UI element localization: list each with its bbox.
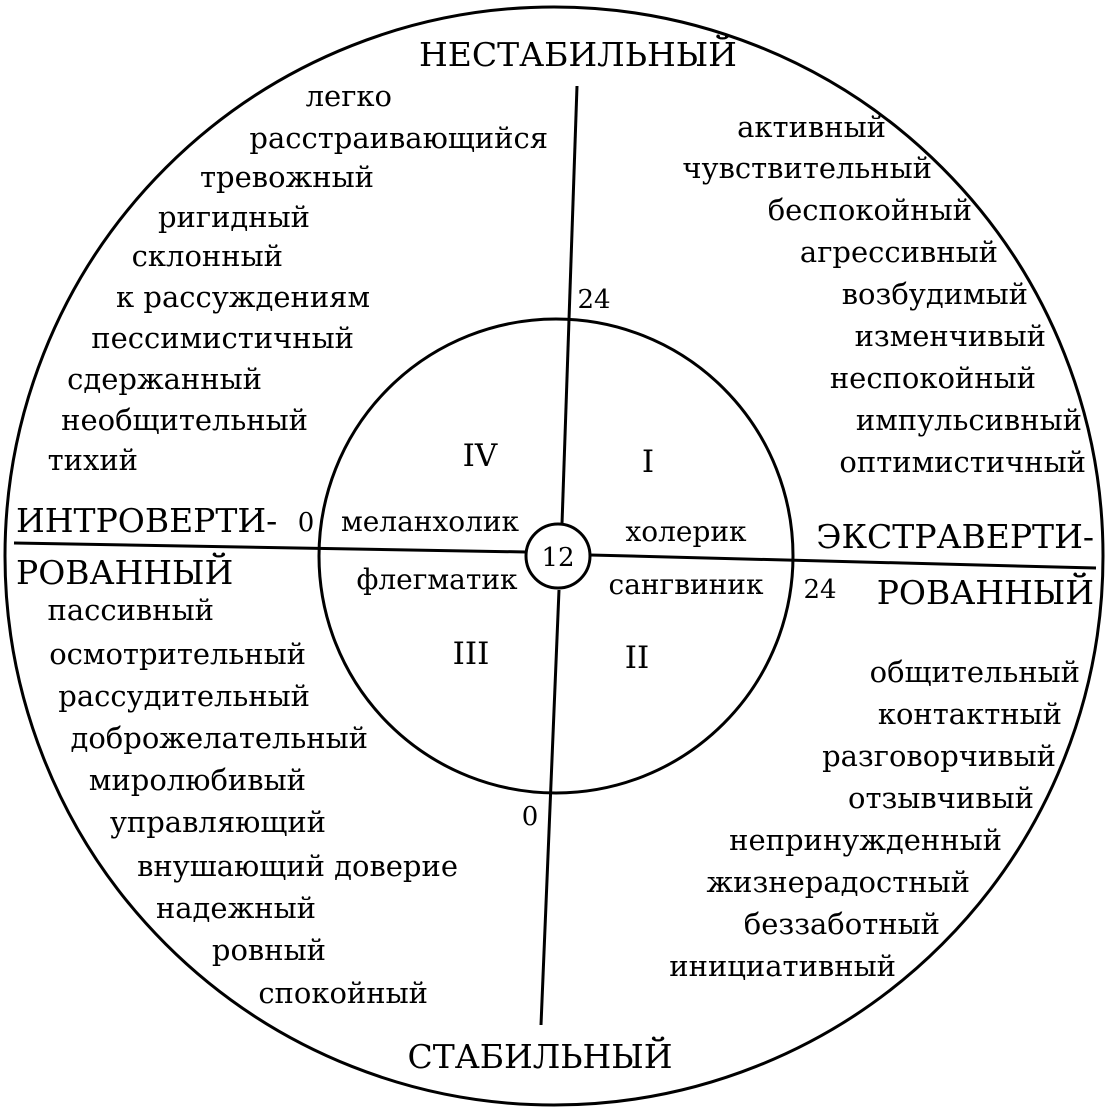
axis-label-right-line2: РОВАННЫЙ <box>877 571 1094 612</box>
scale-value-right: 24 <box>803 575 836 605</box>
trait-lower-left-7: внушающий доверие <box>137 849 458 883</box>
trait-upper-right-9: оптимистичный <box>839 445 1086 479</box>
axis-label-top: НЕСТАБИЛЬНЫЙ <box>419 33 737 74</box>
trait-list-upper-left: легко расстраивающийся тревожный ригидный ск… <box>48 79 548 477</box>
trait-upper-right-4: агрессивный <box>800 235 998 269</box>
scale-value-top: 24 <box>577 285 610 315</box>
trait-lower-right-8: инициативный <box>669 949 896 983</box>
trait-upper-left-5: склонный <box>132 239 283 273</box>
trait-lower-right-2: контактный <box>878 697 1062 731</box>
temperament-phlegmatic: флегматик <box>356 563 518 596</box>
trait-upper-right-2: чувствительный <box>682 151 932 185</box>
trait-lower-left-3: рассудительный <box>58 679 310 713</box>
trait-upper-left-9: необщительный <box>61 403 308 437</box>
trait-list-lower-left: пассивный осмотрительный рассудительный доб… <box>48 593 459 1010</box>
trait-lower-left-9: ровный <box>212 933 326 967</box>
trait-upper-left-10: тихий <box>48 443 138 477</box>
trait-upper-right-8: импульсивный <box>856 403 1082 437</box>
trait-lower-right-7: беззаботный <box>744 907 940 941</box>
trait-lower-right-3: разговорчивый <box>822 739 1056 773</box>
axis-label-left-line2: РОВАННЫЙ <box>16 551 233 592</box>
vertical-axis-lower <box>539 589 561 1026</box>
trait-lower-left-10: спокойный <box>258 976 428 1010</box>
outer-circle <box>3 5 1105 1107</box>
trait-upper-left-3: тревожный <box>200 160 374 194</box>
trait-upper-left-6: к рассуждениям <box>116 280 370 314</box>
trait-lower-left-1: пассивный <box>48 593 215 627</box>
trait-lower-right-4: отзывчивый <box>848 781 1034 815</box>
trait-upper-right-7: неспокойный <box>830 361 1036 395</box>
trait-lower-left-8: надежный <box>156 891 316 925</box>
axis-label-left-line1: ИНТРОВЕРТИ- <box>16 501 277 540</box>
trait-list-lower-right: общительный контактный разговорчивый отзывч… <box>669 655 1080 983</box>
inner-circle <box>317 317 795 795</box>
center-circle <box>524 522 592 590</box>
scale-value-bottom: 0 <box>522 802 539 832</box>
trait-list-upper-right: активный чувствительный беспокойный агресси… <box>682 110 1086 479</box>
trait-upper-right-3: беспокойный <box>768 193 972 227</box>
trait-upper-left-4: ригидный <box>158 200 310 234</box>
vertical-axis-upper <box>560 85 579 525</box>
horizontal-axis-right <box>589 553 1097 570</box>
temperament-choleric: холерик <box>625 515 747 548</box>
axis-label-right-line1: ЭКСТРАВЕРТИ- <box>816 517 1094 556</box>
trait-upper-right-5: возбудимый <box>842 277 1028 311</box>
quadrant-numeral-2: II <box>625 640 650 676</box>
trait-lower-right-6: жизнерадостный <box>706 865 970 899</box>
center-scale-value: 12 <box>541 543 574 573</box>
axis-label-bottom: СТАБИЛЬНЫЙ <box>407 1035 672 1076</box>
trait-upper-left-8: сдержанный <box>67 362 262 396</box>
scale-value-left: 0 <box>298 508 315 538</box>
trait-upper-right-6: изменчивый <box>855 319 1046 353</box>
trait-lower-left-4: доброжелательный <box>70 721 368 755</box>
trait-upper-left-7: пессимистичный <box>91 321 354 355</box>
trait-lower-left-2: осмотрительный <box>49 637 306 671</box>
trait-lower-left-6: управляющий <box>110 805 326 839</box>
trait-upper-left-1: легко <box>306 79 392 113</box>
trait-lower-left-5: миролюбивый <box>89 763 306 797</box>
temperament-sanguine: сангвиник <box>609 568 764 601</box>
quadrant-numeral-3: III <box>453 636 490 672</box>
trait-upper-right-1: активный <box>737 110 886 144</box>
quadrant-numeral-4: IV <box>463 438 498 474</box>
temperament-melancholic: меланхолик <box>341 505 520 538</box>
trait-lower-right-1: общительный <box>870 655 1080 689</box>
horizontal-axis-left <box>13 541 527 554</box>
trait-lower-right-5: непринужденный <box>729 823 1002 857</box>
quadrant-numeral-1: I <box>642 444 654 480</box>
trait-upper-left-2: расстраивающийся <box>249 121 548 155</box>
